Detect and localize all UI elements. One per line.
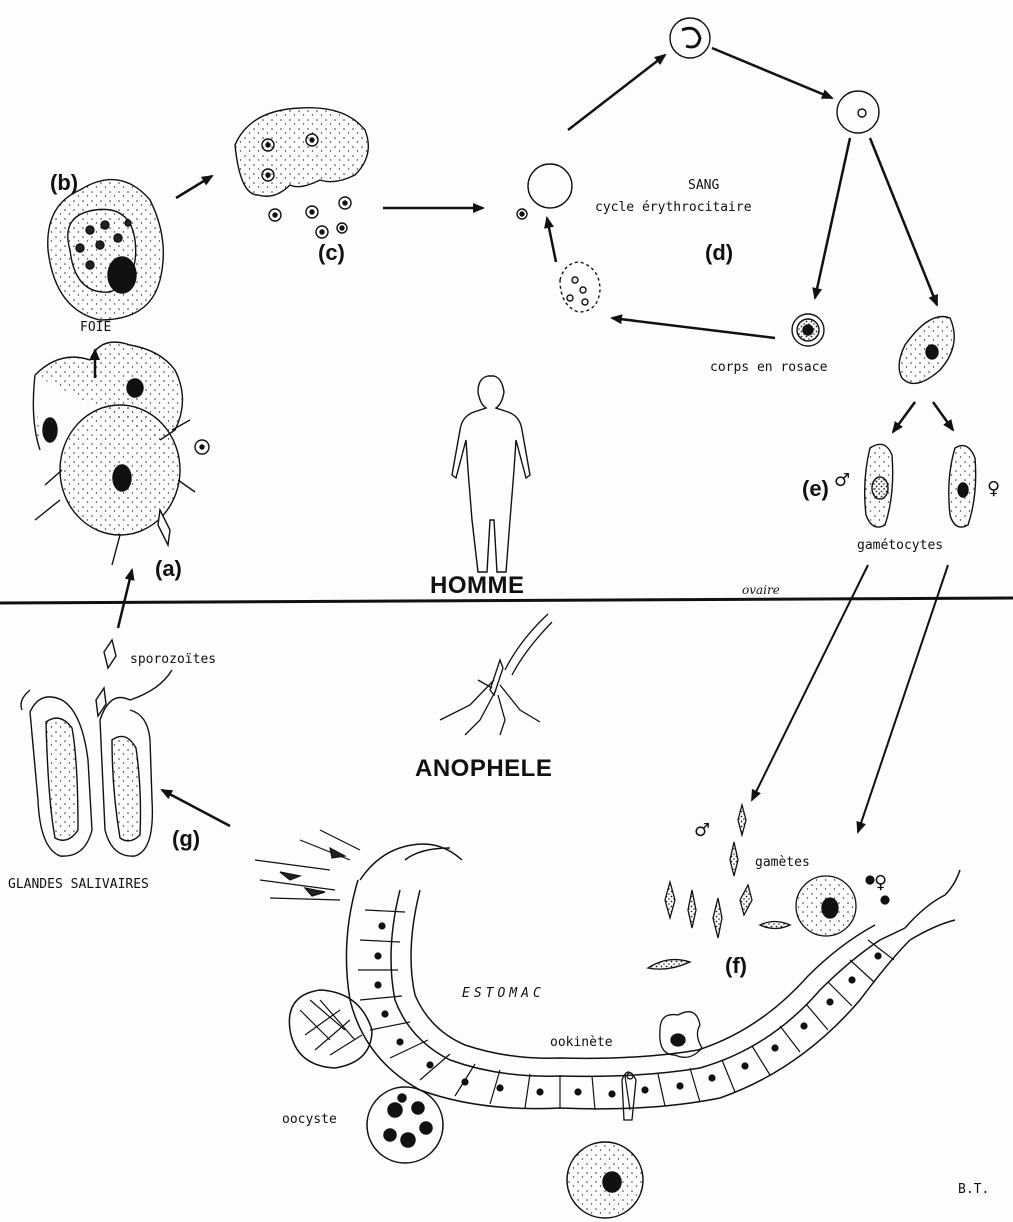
mosquito-figure: [440, 614, 552, 735]
label-a: (a): [155, 556, 182, 582]
arrow-trophozoite-to-schizont: [815, 138, 850, 298]
arrow-to-male-gametocyte: [893, 402, 915, 432]
hepatocyte-b: [48, 180, 164, 320]
label-c: (c): [318, 240, 345, 266]
arrow-oocyst-to-glands: [162, 790, 230, 826]
arrow-ring-to-trophozoite: [712, 48, 832, 98]
label-b: (b): [50, 170, 78, 196]
signature: B.T.: [958, 1182, 989, 1197]
label-glandes-salivaires: GLANDES SALIVAIRES: [8, 877, 149, 892]
arrow-b-to-c: [176, 176, 212, 198]
label-f: (f): [725, 953, 747, 979]
label-anophele: ANOPHELE: [415, 755, 552, 783]
arrow-trophozoite-to-gametocyte: [870, 138, 937, 305]
label-e: (e): [802, 476, 829, 502]
liver-schizont-rupture-c: [235, 108, 368, 238]
label-sporozoites: sporozoïtes: [130, 652, 216, 667]
label-sang: SANG: [688, 178, 719, 193]
label-g: (g): [172, 826, 200, 852]
female-gametocyte-symbol: ♀: [987, 478, 1000, 499]
label-gametes: gamètes: [755, 855, 810, 870]
label-estomac: ESTOMAC: [462, 986, 545, 1001]
gametocytes-e: [865, 444, 976, 527]
label-ookinete: ookinète: [550, 1035, 613, 1050]
label-homme: HOMME: [430, 572, 525, 600]
arrow-merozoites-to-rbc: [547, 218, 556, 262]
male-gametocyte-symbol: ♂: [834, 470, 850, 491]
arrow-merozoite-to-ring: [568, 55, 665, 130]
arrow-to-female-gametocyte: [933, 402, 953, 430]
label-d: (d): [705, 240, 733, 266]
label-oocyste: oocyste: [282, 1112, 337, 1127]
released-sporozoites: [255, 830, 360, 900]
oocysts: [289, 990, 643, 1218]
salivary-glands-g: [21, 640, 172, 856]
liver-cells-a: [33, 342, 209, 565]
arrow-female-gametocyte-to-gametes: [858, 565, 948, 832]
label-cycle-erythrocitaire: cycle érythrocitaire: [595, 200, 752, 215]
male-gamete-symbol: ♂: [694, 820, 710, 841]
female-gamete-symbol: ♀: [874, 872, 887, 893]
label-scribble: ovaire: [742, 583, 780, 597]
arrow-sporozoites-to-liver: [118, 570, 132, 628]
label-gametocytes: gamétocytes: [857, 538, 943, 553]
label-corps-en-rosace: corps en rosace: [710, 360, 827, 375]
label-foie: FOIE: [80, 320, 111, 335]
arrow-rosace-to-merozoites: [612, 318, 775, 338]
human-figure: [452, 376, 530, 572]
